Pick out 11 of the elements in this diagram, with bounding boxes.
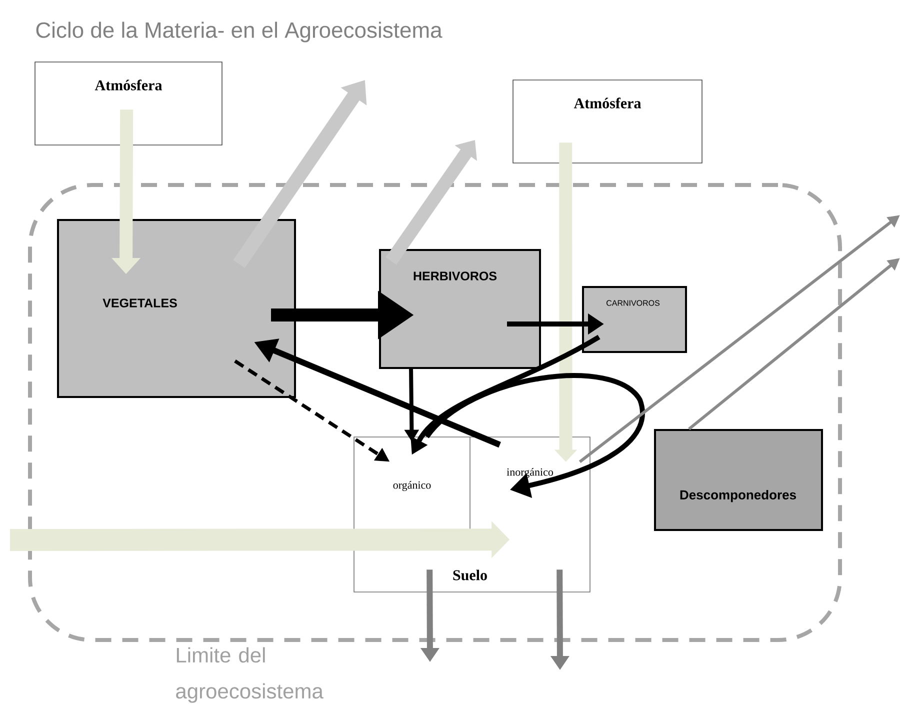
compartment-box: VEGETALES — [57, 219, 296, 398]
compartment-box: Atmósfera — [34, 62, 222, 146]
node-label: Limite del agroecosistema — [176, 647, 324, 703]
compartment-box: CARNIVOROS — [582, 286, 687, 353]
compartment-label: inorgánico — [506, 468, 554, 478]
title: Ciclo de la Materia- en el Agroecosistema — [36, 22, 442, 42]
arrow — [424, 373, 645, 498]
compartment: orgánico — [393, 436, 470, 530]
compartment-box: Atmósfera — [512, 80, 702, 164]
compartment-box: Descomponedores — [654, 429, 824, 531]
compartment-box: HERBIVOROS — [379, 249, 541, 369]
